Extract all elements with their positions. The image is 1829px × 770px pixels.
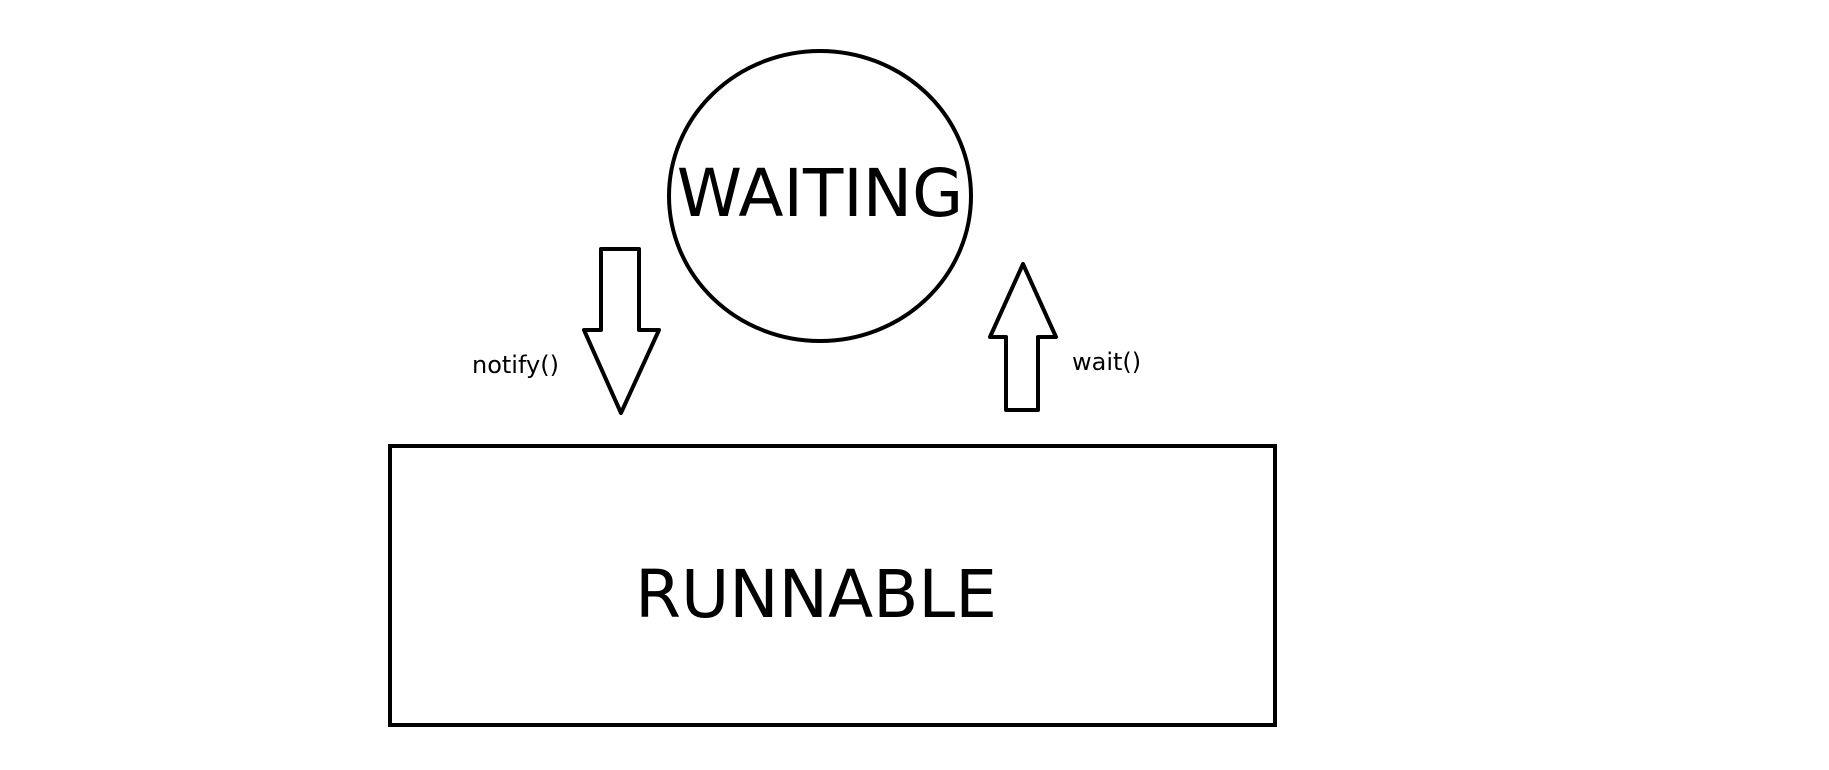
wait-up-arrow-icon <box>988 262 1058 412</box>
waiting-state: WAITING <box>667 49 973 343</box>
runnable-state-label: RUNNABLE <box>635 556 997 633</box>
notify-transition-label: notify() <box>472 351 559 379</box>
notify-down-arrow-icon <box>582 247 661 415</box>
waiting-state-label: WAITING <box>677 155 964 232</box>
wait-transition: wait() <box>988 262 1141 412</box>
wait-transition-label: wait() <box>1072 348 1141 376</box>
runnable-state: RUNNABLE <box>388 444 1277 727</box>
waiting-state-circle <box>667 49 973 343</box>
notify-transition: notify() <box>472 247 661 415</box>
runnable-state-box <box>388 444 1277 727</box>
